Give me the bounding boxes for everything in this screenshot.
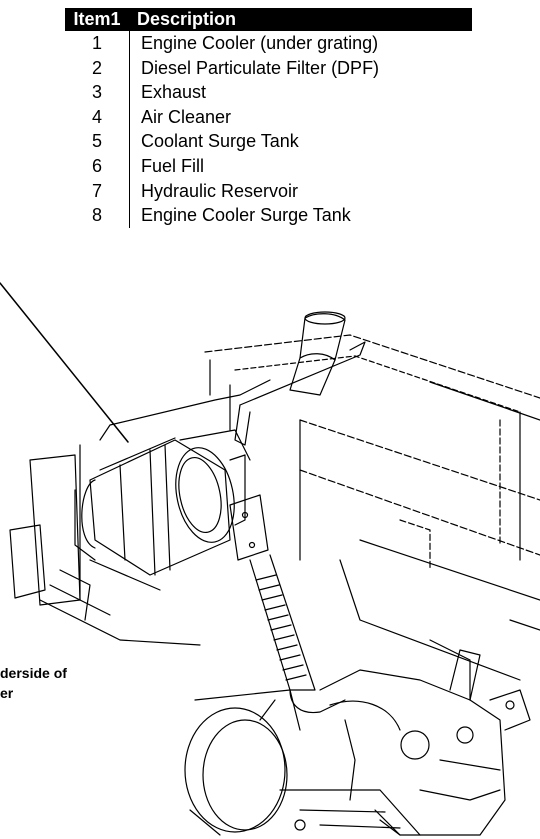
legend-row: 1 Engine Cooler (under grating) [65,31,472,56]
caption-line-2: er [0,685,14,701]
flex-pipe [249,554,346,714]
legend-row-item: 5 [65,129,130,154]
figure-caption: derside of er [0,663,67,703]
flywheel-housing [184,689,301,836]
legend-row: 5 Coolant Surge Tank [65,129,472,154]
legend-row-item: 8 [65,203,130,228]
legend-row-description: Hydraulic Reservoir [141,180,299,201]
legend-row-item: 1 [65,31,130,56]
legend-header-item: Item1 [73,9,121,29]
legend-row-item: 4 [65,104,130,130]
legend-row-description: Diesel Particulate Filter (DPF) [141,57,380,78]
legend-header: Item1 Description [65,8,472,31]
exhaust-pipe [99,311,366,446]
legend-row: 3 Exhaust [65,80,472,105]
legend-row-description: Coolant Surge Tank [141,131,299,152]
caption-line-1: derside of [0,665,67,681]
legend-row-item: 2 [65,55,130,81]
legend-row-description: Fuel Fill [141,155,205,176]
legend-row-description: Air Cleaner [141,106,232,127]
legend-row-description: Engine Cooler Surge Tank [141,205,351,226]
oil-pan [279,789,421,836]
legend-row: 2 Diesel Particulate Filter (DPF) [65,55,472,81]
legend-row-item: 3 [65,80,130,105]
legend-header-description: Description [137,9,237,29]
legend-row-item: 7 [65,178,130,204]
frame-outline [9,334,540,701]
legend-row: 8 Engine Cooler Surge Tank [65,203,472,228]
leader-line [0,282,129,443]
legend-row: 4 Air Cleaner [65,104,472,130]
dpf-canister [74,429,251,591]
legend-row-item: 6 [65,153,130,179]
legend-row: 6 Fuel Fill [65,153,472,179]
legend-row: 7 Hydraulic Reservoir [65,178,472,204]
legend-row-description: Exhaust [141,82,207,103]
legend-row-description: Engine Cooler (under grating) [141,33,379,53]
mounting-bracket [229,494,269,561]
legend-table: Item1 Description 1 Engine Cooler (under… [65,8,472,228]
engine-block [319,649,531,836]
